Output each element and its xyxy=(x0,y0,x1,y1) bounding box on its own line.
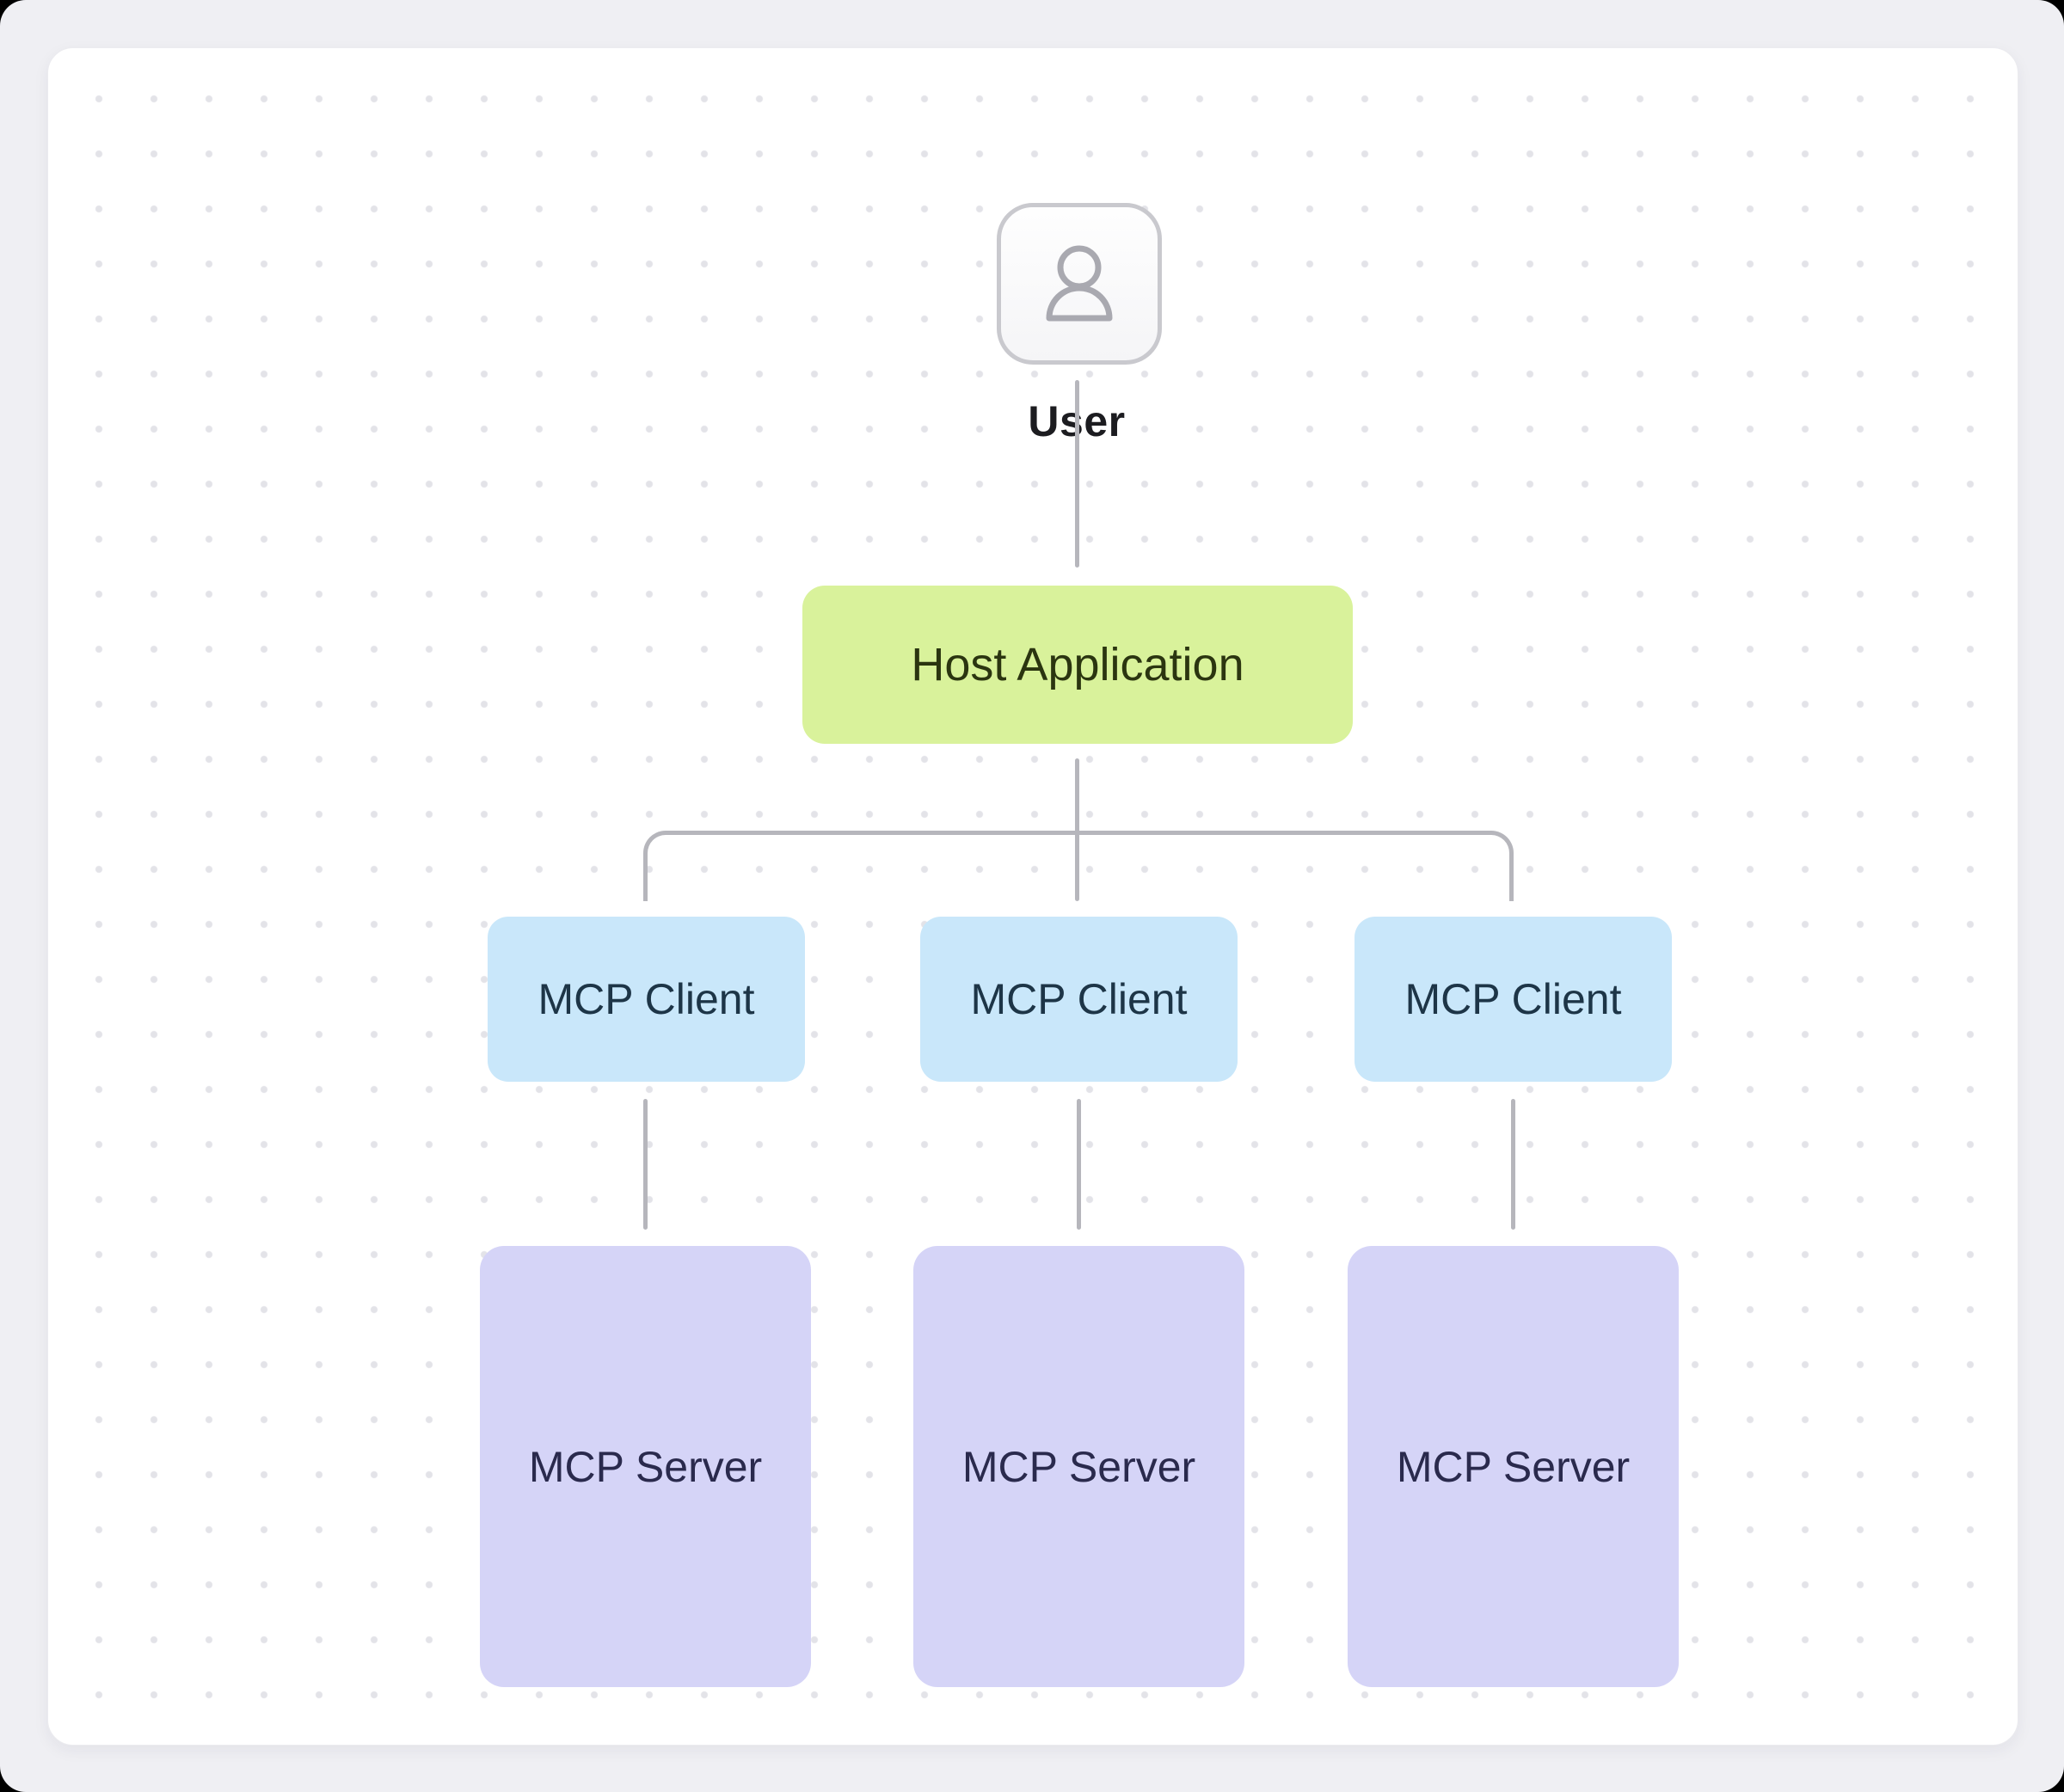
mcp-server-label: MCP Server xyxy=(1396,1442,1631,1491)
mcp-client-label: MCP Client xyxy=(538,975,755,1023)
connector-client1-server1 xyxy=(643,1099,648,1230)
connector-client2-server2 xyxy=(1077,1099,1081,1230)
mcp-client-node-2: MCP Client xyxy=(920,917,1238,1082)
connector-client3-server3 xyxy=(1511,1099,1515,1230)
connector-branch-bar xyxy=(643,831,1514,901)
mcp-server-node-1: MCP Server xyxy=(480,1246,811,1687)
host-application-node: Host Application xyxy=(802,586,1353,744)
mcp-server-label: MCP Server xyxy=(528,1442,763,1491)
mcp-client-node-1: MCP Client xyxy=(488,917,805,1082)
user-icon xyxy=(997,203,1162,365)
person-icon xyxy=(1046,245,1113,322)
mcp-client-node-3: MCP Client xyxy=(1354,917,1672,1082)
mcp-client-label: MCP Client xyxy=(970,975,1188,1023)
mcp-server-label: MCP Server xyxy=(961,1442,1196,1491)
host-application-label: Host Application xyxy=(911,639,1244,690)
diagram-canvas: User Host Application MCP Client MCP Cli… xyxy=(47,47,2018,1746)
connector-host-clients-trunk xyxy=(1075,758,1079,901)
mcp-client-label: MCP Client xyxy=(1404,975,1622,1023)
connector-user-host xyxy=(1075,380,1079,568)
mcp-server-node-3: MCP Server xyxy=(1348,1246,1679,1687)
mcp-server-node-2: MCP Server xyxy=(913,1246,1244,1687)
